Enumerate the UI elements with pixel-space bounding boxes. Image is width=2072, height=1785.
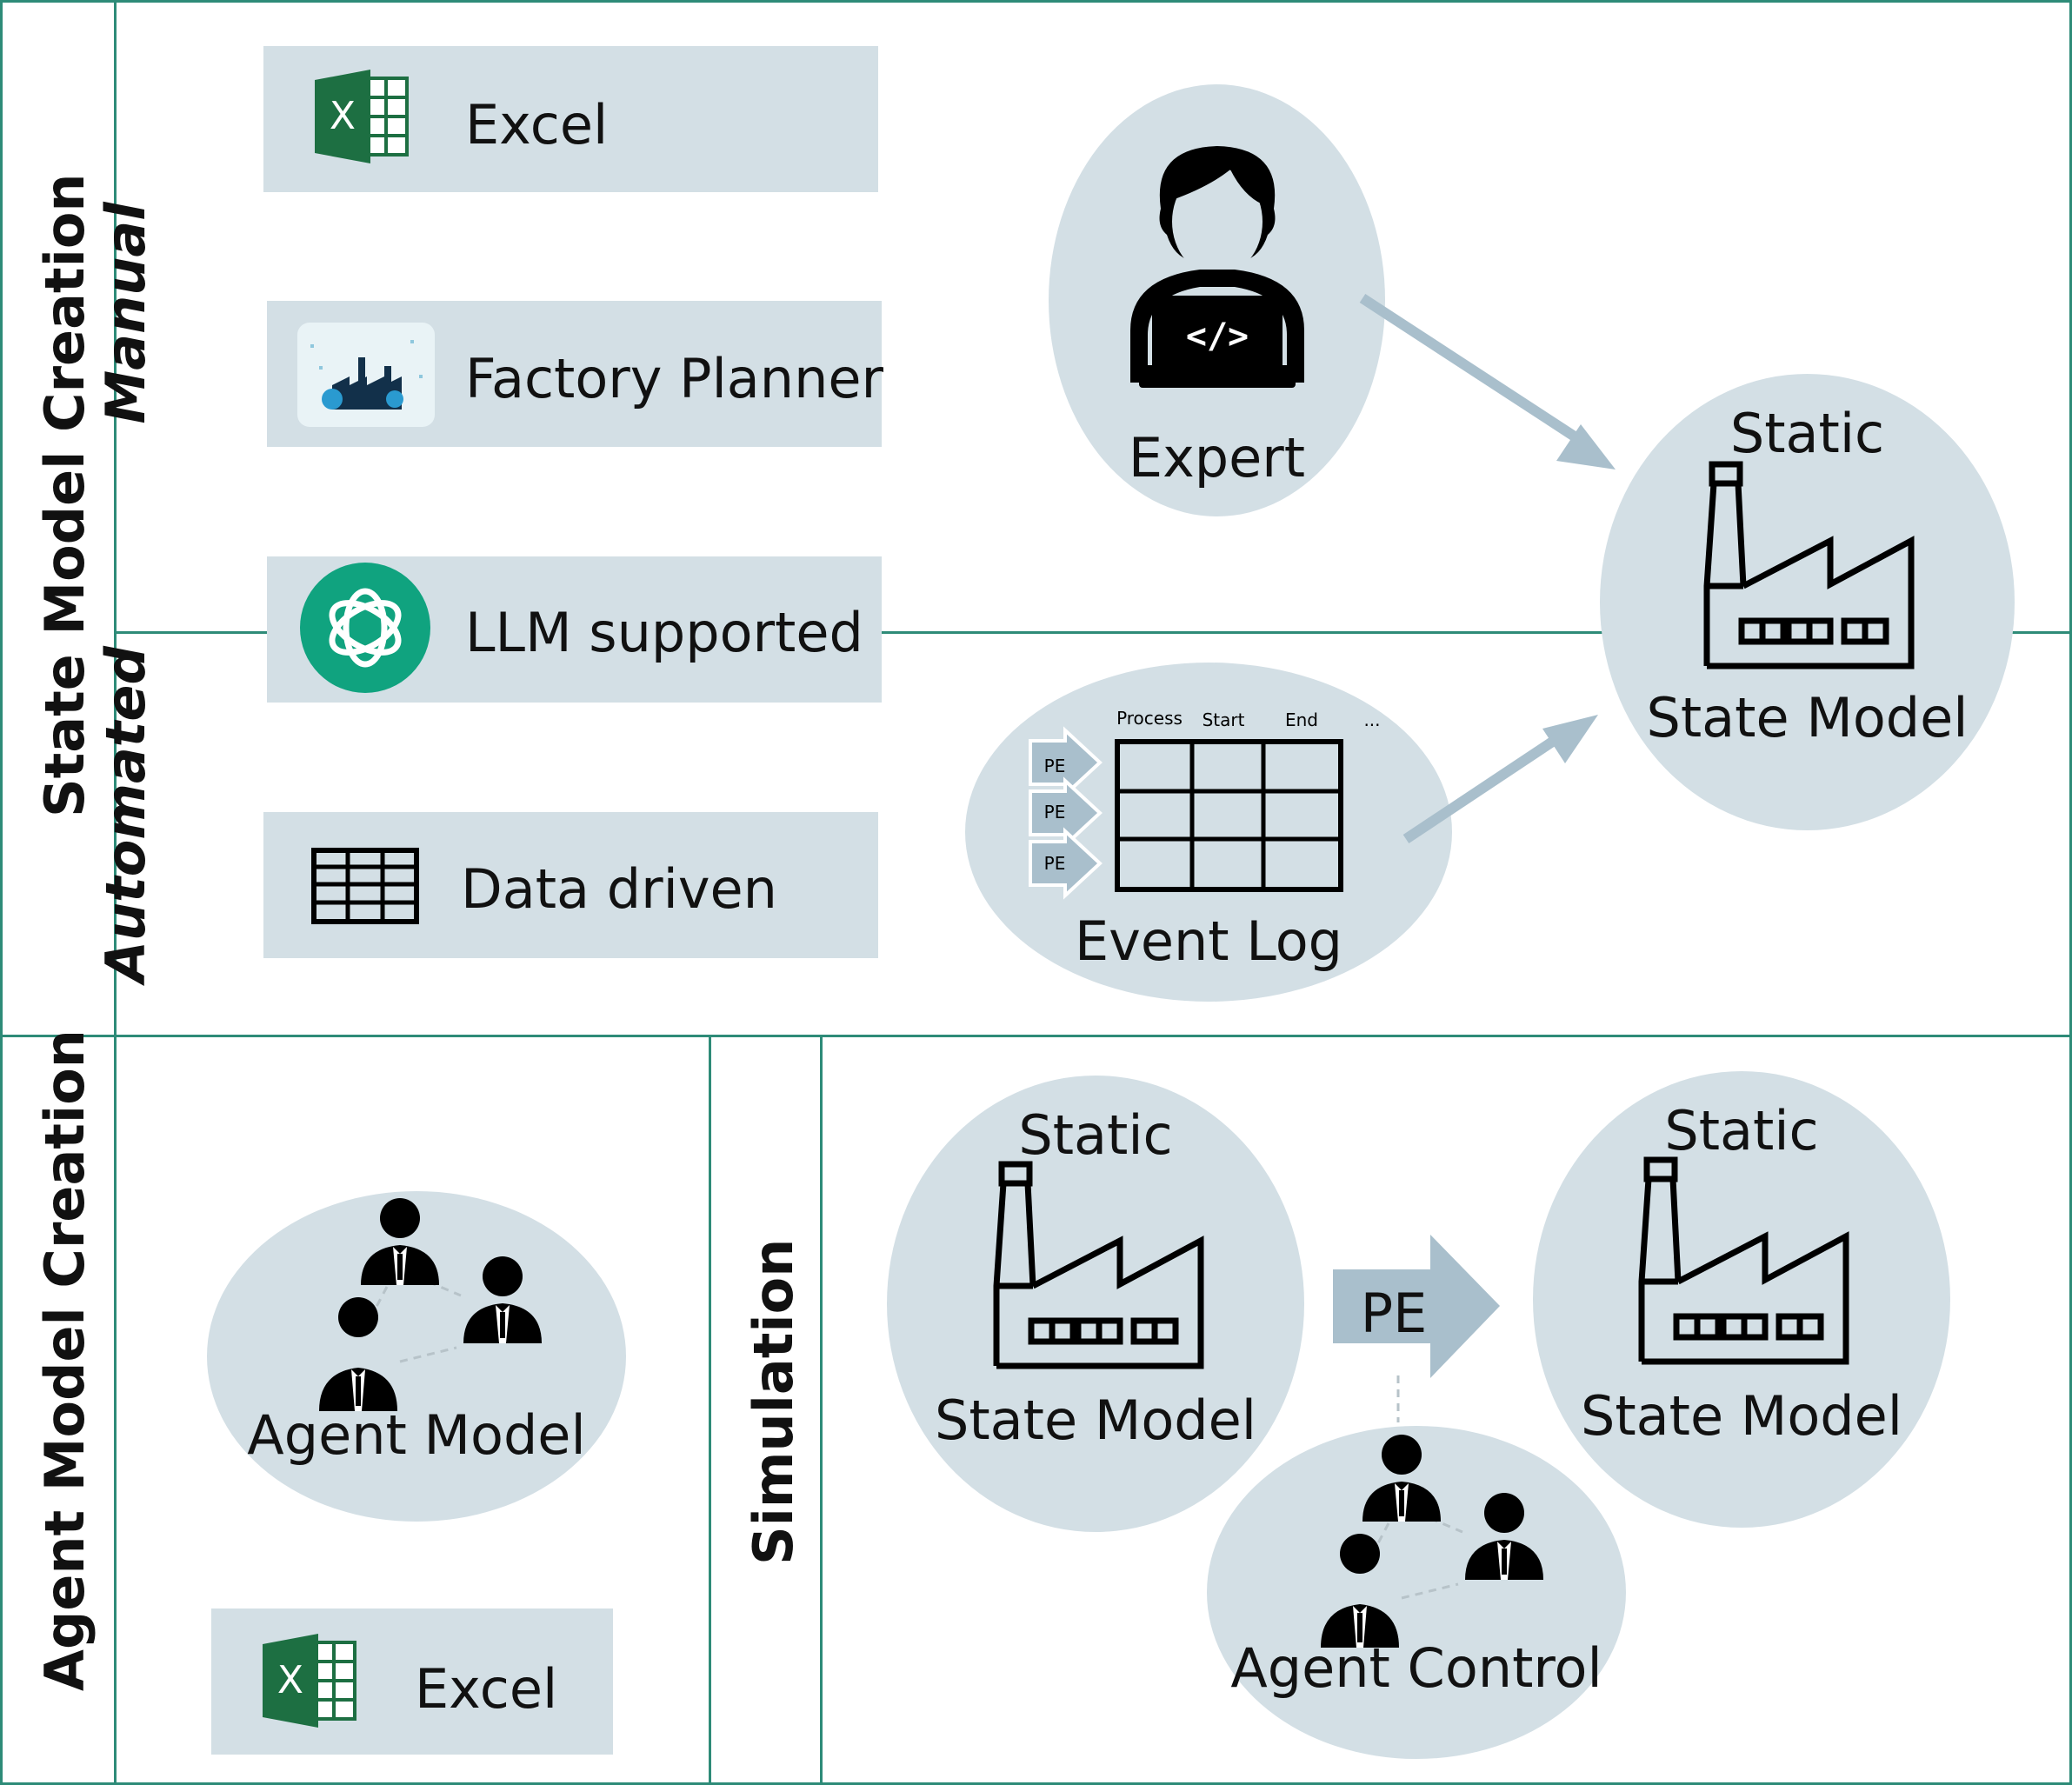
state-model-label-sim-end: State Model: [1581, 1384, 1902, 1448]
agent-model-label: Agent Model: [247, 1403, 586, 1467]
section-divider: [0, 1035, 2072, 1037]
state-model-node-sim-end: [1533, 1071, 1950, 1528]
event-log-header-end: End: [1285, 709, 1318, 730]
svg-text:X: X: [330, 94, 356, 138]
llm-supported-label: LLM supported: [465, 601, 863, 664]
agent-group-icon: [1321, 1435, 1543, 1648]
svg-text:</>: </>: [1186, 316, 1249, 356]
table-icon: [311, 848, 419, 924]
agent-control-node: [1207, 1426, 1626, 1759]
simulation-right-divider: [820, 1035, 823, 1785]
left-border: [0, 0, 3, 1785]
data-driven-label: Data driven: [461, 857, 777, 921]
excel-icon: X: [315, 70, 409, 163]
event-log-table: Process Start End ... PE PE PE: [1029, 708, 1381, 900]
factory-icon: [1703, 461, 1915, 669]
excel-agent-label: Excel: [415, 1657, 558, 1721]
right-border: [2069, 0, 2072, 1785]
state-model-label-top: State Model: [1646, 686, 1969, 749]
manual-automated-divider: [114, 631, 2072, 634]
event-log-header-process: Process: [1116, 708, 1183, 729]
agent-icon: [319, 1297, 397, 1411]
agent-icon: [1362, 1435, 1441, 1522]
top-border: [0, 0, 2072, 3]
agent-icon: [1465, 1493, 1543, 1580]
pe-arrow: [1333, 1235, 1500, 1378]
state-model-node-top: [1600, 374, 2015, 830]
static-label-sim-start: Static: [1018, 1103, 1173, 1167]
excel-icon: X: [263, 1634, 356, 1728]
event-log-pe-1: PE: [1044, 756, 1066, 776]
agent-control-label: Agent Control: [1230, 1636, 1602, 1700]
bottom-border: [0, 1782, 2072, 1785]
event-log-label: Event Log: [1074, 909, 1343, 973]
factory-icon: [993, 1161, 1204, 1369]
agent-icon: [361, 1198, 439, 1285]
factory-icon: [1638, 1156, 1849, 1365]
label-column-divider: [114, 0, 117, 1785]
excel-tool-label: Excel: [465, 93, 609, 157]
static-label-sim-end: Static: [1664, 1099, 1819, 1162]
pe-label: PE: [1360, 1282, 1428, 1345]
event-log-pe-3: PE: [1044, 853, 1066, 874]
pe-agent-connector: [1396, 1375, 1400, 1422]
expert-laptop-icon: </>: [1130, 146, 1304, 388]
factory-planner-label: Factory Planner: [465, 347, 884, 410]
static-label-top: Static: [1729, 402, 1885, 465]
agent-icon: [463, 1256, 542, 1343]
svg-text:X: X: [277, 1658, 303, 1702]
event-log-header-more: ...: [1363, 709, 1380, 730]
agent-group-icon: [319, 1198, 542, 1411]
state-model-label-sim-start: State Model: [935, 1389, 1256, 1452]
agent-icon: [1321, 1534, 1399, 1648]
factory-planner-icon: [297, 323, 435, 427]
simulation-left-divider: [709, 1035, 711, 1785]
event-log-pe-2: PE: [1044, 802, 1066, 823]
state-model-node-sim-start: [887, 1076, 1304, 1532]
llm-logo-icon: [300, 563, 430, 693]
event-log-header-start: Start: [1203, 709, 1245, 730]
expert-label: Expert: [1128, 426, 1306, 490]
